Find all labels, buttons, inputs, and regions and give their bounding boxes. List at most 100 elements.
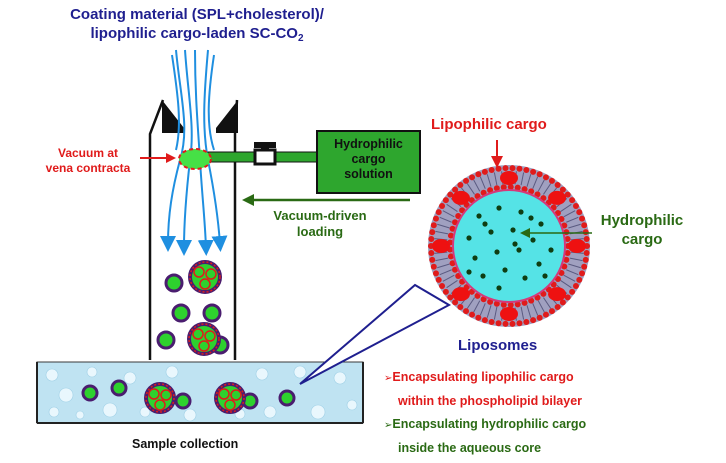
lipid-tail xyxy=(446,280,458,289)
hydrophilic-cargo-dot xyxy=(536,261,542,267)
hydrophilic-cargo-dot xyxy=(516,247,522,253)
lipid-head xyxy=(481,168,488,175)
lipid-head xyxy=(447,232,454,239)
lipid-head xyxy=(542,311,549,318)
lipid-head xyxy=(530,168,537,175)
title-line-2: lipophilic cargo-laden SC-CO2 xyxy=(20,25,374,44)
lipid-tail xyxy=(435,230,449,235)
zoom-callout xyxy=(299,283,452,385)
lipid-head xyxy=(509,320,516,327)
lipid-head xyxy=(452,186,459,193)
expansion-vessel xyxy=(148,99,239,360)
lipophilic-cargo-label: Lipophilic cargo xyxy=(431,116,547,133)
lipophilic-cargo-blob xyxy=(500,171,518,185)
lipid-head xyxy=(463,308,470,315)
lipophilic-cargo-blob xyxy=(451,190,470,205)
lipid-head xyxy=(493,185,500,192)
lipid-tail xyxy=(560,280,572,289)
tray-bubbles xyxy=(45,365,358,422)
lipophilic-cargo-blob xyxy=(500,307,518,321)
lipid-head xyxy=(583,236,590,243)
lipid-head xyxy=(475,314,482,321)
hydrophilic-cargo-box xyxy=(316,130,421,194)
lipid-head xyxy=(559,299,566,306)
lipid-head xyxy=(536,314,543,321)
hydrophilic-cargo-dot xyxy=(510,227,516,233)
lipid-head xyxy=(572,283,579,290)
lipid-head xyxy=(516,320,523,327)
hydrophilic-cargo-dot xyxy=(476,213,482,219)
lipid-tail xyxy=(526,174,532,187)
hydrophilic-cargo-dot xyxy=(542,273,548,279)
lipid-head xyxy=(442,288,449,295)
lipid-head xyxy=(569,288,576,295)
box-line-2: cargo xyxy=(351,152,386,166)
lipid-head xyxy=(514,184,521,191)
lipid-head xyxy=(576,276,583,283)
lipid-tail xyxy=(442,274,455,282)
lipid-head xyxy=(569,197,576,204)
vena-contracta-zone xyxy=(178,148,212,170)
lipid-head xyxy=(447,191,454,198)
lipid-tail xyxy=(439,216,452,223)
bullet-marker: ➢ xyxy=(384,373,393,384)
lipophilic-arrow xyxy=(491,140,503,168)
lipid-head xyxy=(493,300,500,307)
loading-label: Vacuum-driven loading xyxy=(250,208,390,240)
lipid-head xyxy=(564,236,571,243)
lipid-head xyxy=(509,165,516,172)
sample-collection-label: Sample collection xyxy=(132,437,239,451)
vacuum-label-line-2: vena contracta xyxy=(45,161,131,175)
lipid-head xyxy=(561,263,568,270)
lipid-tail xyxy=(566,216,579,223)
lipid-head xyxy=(536,171,543,178)
bullet-2: ➢Encapsulating hydrophilic cargo inside … xyxy=(384,413,586,459)
lipid-head xyxy=(457,303,464,310)
lipid-tail xyxy=(543,183,552,195)
bullet-marker: ➢ xyxy=(384,420,393,431)
lipid-head xyxy=(581,263,588,270)
bullet-2-text: Encapsulating hydrophilic cargo xyxy=(392,417,587,431)
lipid-head xyxy=(457,182,464,189)
lipid-tail xyxy=(569,257,583,262)
hydrophilic-label-line-1: Hydrophilic xyxy=(600,212,684,229)
lipid-head xyxy=(514,301,521,308)
liposome-detail xyxy=(428,165,590,327)
lipid-head xyxy=(469,311,476,318)
co2-flow-lines xyxy=(160,49,228,256)
lipid-head xyxy=(528,188,535,195)
liposomes-label: Liposomes xyxy=(458,337,538,354)
lipid-tail xyxy=(437,223,450,229)
title-subscript: 2 xyxy=(297,33,304,44)
lipid-head xyxy=(554,303,561,310)
lipid-head xyxy=(521,299,528,306)
lipid-head xyxy=(548,308,555,315)
lipid-tail xyxy=(526,305,532,318)
lipid-head xyxy=(432,215,439,222)
aqueous-core xyxy=(452,189,566,303)
lipid-tail xyxy=(466,183,475,195)
lipid-head xyxy=(530,317,537,324)
lipid-tail xyxy=(532,176,539,189)
lipid-head xyxy=(554,182,561,189)
lipid-head xyxy=(502,165,509,172)
bullet-1-text: Encapsulating lipophilic cargo xyxy=(392,370,574,384)
lipid-head xyxy=(430,222,437,229)
lipid-head xyxy=(428,236,435,243)
lipid-head xyxy=(429,229,436,236)
lipid-tail xyxy=(563,274,576,282)
hydrophilic-cargo-dots xyxy=(466,205,554,291)
lipid-head xyxy=(435,209,442,216)
lipid-head xyxy=(452,299,459,306)
lipid-tail xyxy=(493,306,498,320)
lipid-head xyxy=(507,184,514,191)
lipid-tail xyxy=(563,210,576,218)
lipid-head xyxy=(480,189,487,196)
lipid-head xyxy=(488,319,495,326)
bullet-1-line-1: ➢Encapsulating lipophilic cargo xyxy=(384,366,582,390)
lipophilic-cargo-blob xyxy=(568,239,586,253)
hydrophilic-label-line-2: cargo xyxy=(621,231,663,248)
lipid-head xyxy=(559,186,566,193)
lipophilic-cargo-blob xyxy=(451,287,470,302)
lipid-tail xyxy=(479,176,486,189)
